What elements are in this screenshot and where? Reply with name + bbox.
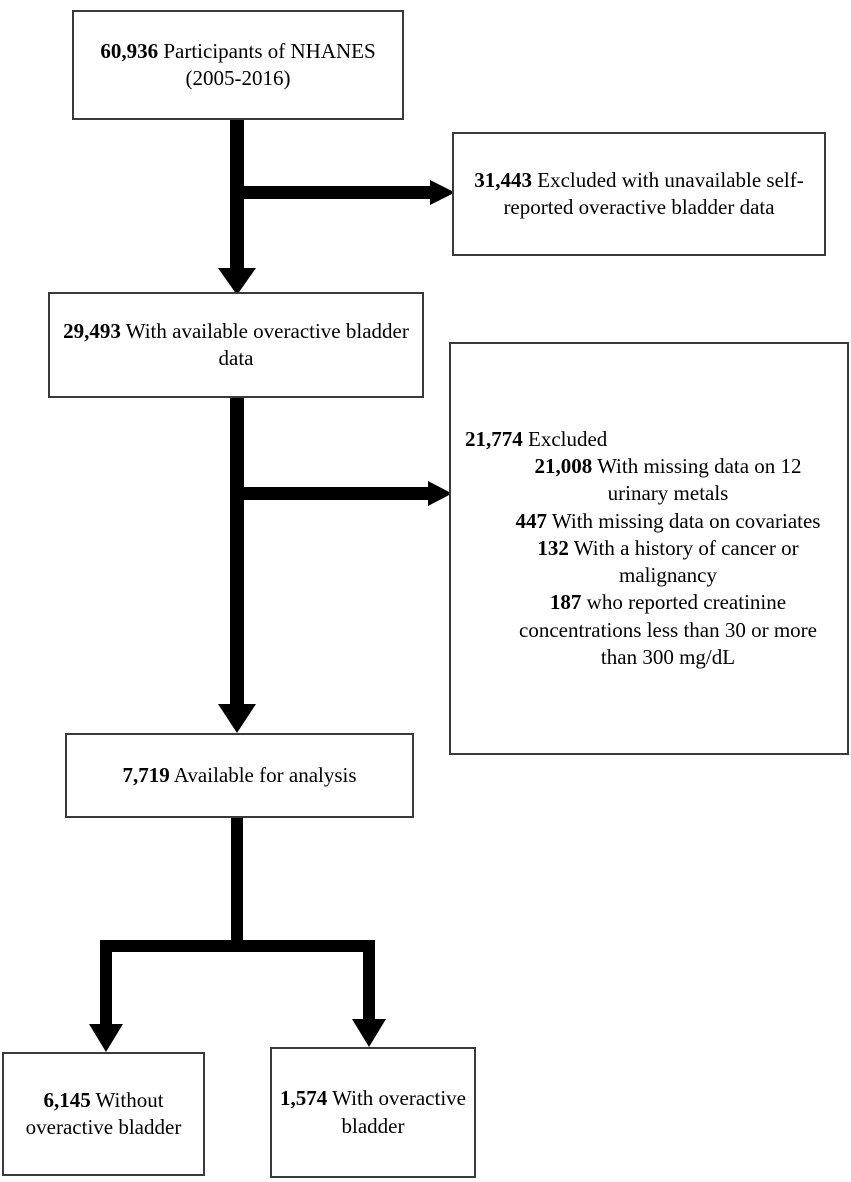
node-with-oab-text: 1,574 With overactive bladder: [272, 1085, 474, 1140]
node-available-analysis-count: 7,719: [122, 762, 170, 787]
connector-available-to-excluded-details: [237, 481, 452, 506]
excluded-details-heading: 21,774 Excluded: [461, 426, 837, 453]
excluded-details-item-3-label: who reported creatinine concentrations l…: [519, 590, 817, 670]
node-available-analysis-text: 7,719 Available for analysis: [67, 762, 412, 789]
node-available-oab: 29,493 With available overactive bladder…: [48, 292, 424, 398]
node-without-oab-count: 6,145: [43, 1087, 91, 1112]
node-participants: 60,936 Participants of NHANES (2005-2016…: [72, 10, 404, 120]
node-available-analysis-label: Available for analysis: [169, 762, 357, 787]
node-available-oab-count: 29,493: [63, 318, 121, 343]
excluded-details-item-3-count: 187: [549, 590, 582, 615]
node-participants-label: Participants of NHANES (2005-2016): [158, 38, 376, 90]
node-available-analysis: 7,719 Available for analysis: [65, 733, 414, 818]
node-with-oab-count: 1,574: [280, 1086, 328, 1111]
excluded-details-item-3: 187 who reported creatinine concentratio…: [461, 589, 837, 671]
excluded-details-item-1: 447 With missing data on covariates: [461, 508, 837, 535]
node-excluded-unavailable-label: Excluded with unavailable self-reported …: [503, 167, 804, 219]
node-participants-text: 60,936 Participants of NHANES (2005-2016…: [74, 38, 402, 93]
node-excluded-unavailable: 31,443 Excluded with unavailable self-re…: [452, 132, 826, 256]
excluded-details-item-1-count: 447: [515, 508, 548, 533]
excluded-details-item-0: 21,008 With missing data on 12 urinary m…: [461, 453, 837, 508]
node-excluded-unavailable-count: 31,443: [474, 167, 532, 192]
node-without-oab-text: 6,145 Without overactive bladder: [4, 1087, 203, 1142]
node-excluded-unavailable-text: 31,443 Excluded with unavailable self-re…: [454, 167, 824, 222]
node-with-oab-label: With overactive bladder: [327, 1086, 466, 1138]
node-without-oab: 6,145 Without overactive bladder: [2, 1052, 205, 1176]
excluded-details-item-0-label: With missing data on 12 urinary metals: [592, 453, 802, 506]
node-excluded-details-text: 21,774 Excluded 21,008 With missing data…: [451, 426, 847, 672]
node-with-oab: 1,574 With overactive bladder: [270, 1047, 476, 1178]
node-available-oab-text: 29,493 With available overactive bladder…: [50, 318, 422, 373]
excluded-details-heading-count: 21,774: [465, 426, 523, 451]
excluded-details-item-2: 132 With a history of cancer or malignan…: [461, 535, 837, 590]
excluded-details-item-2-label: With a history of cancer or malignancy: [568, 535, 799, 588]
node-excluded-details: 21,774 Excluded 21,008 With missing data…: [449, 342, 849, 755]
node-available-oab-label: With available overactive bladder data: [120, 318, 409, 370]
connector-available-to-analysis: [218, 398, 256, 733]
excluded-details-heading-label: Excluded: [522, 426, 608, 451]
excluded-details-item-0-count: 21,008: [534, 453, 593, 478]
node-without-oab-label: Without overactive bladder: [25, 1087, 182, 1139]
connector-participants-to-excluded-unavailable: [237, 180, 455, 205]
excluded-details-item-2-count: 132: [537, 535, 569, 560]
connector-participants-to-available: [218, 120, 256, 295]
excluded-details-item-1-label: With missing data on covariates: [547, 508, 821, 533]
connector-analysis-fork: [89, 818, 386, 1052]
node-participants-count: 60,936: [100, 38, 159, 63]
